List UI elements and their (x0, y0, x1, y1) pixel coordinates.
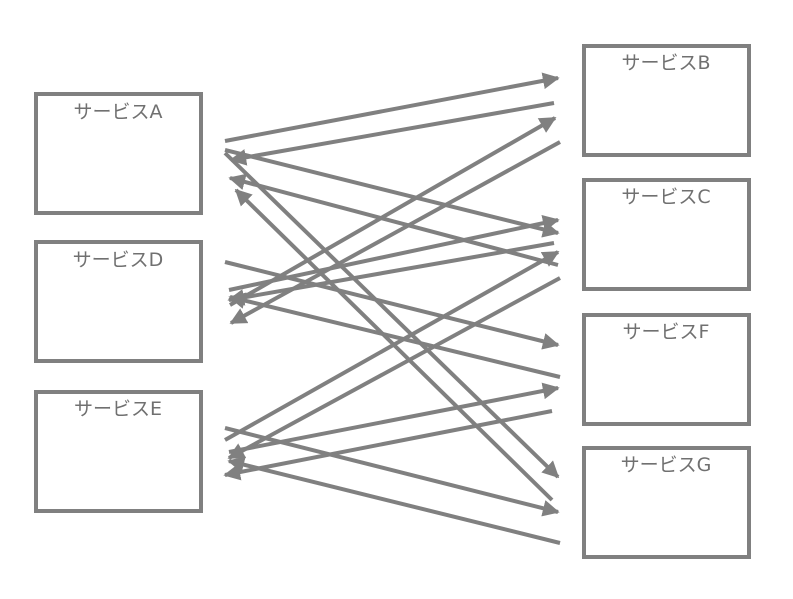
arrow-a-to-b (224, 72, 560, 143)
arrow-a-to-g (223, 151, 560, 479)
service-box-frame (34, 240, 203, 363)
service-box-label: サービスA (74, 101, 163, 123)
service-box-label: サービスD (73, 249, 164, 271)
service-box-frame (34, 92, 203, 215)
service-box-frame (34, 390, 203, 513)
service-box-label: サービスE (74, 398, 162, 420)
arrow-g-to-e (227, 456, 561, 545)
arrow-e-to-g (224, 426, 560, 517)
service-box-frame (582, 178, 751, 291)
arrow-f-to-d (228, 292, 561, 379)
service-box-label: サービスG (621, 454, 712, 476)
service-box-d: サービスD (34, 240, 203, 363)
service-box-label: サービスC (621, 186, 710, 208)
service-boxes: サービスA サービスD サービスE サービスB サービスC サービスF サービスG (34, 44, 751, 559)
service-box-label: サービスF (623, 321, 710, 343)
service-box-b: サービスB (582, 44, 751, 157)
arrow-d-to-f (224, 260, 560, 350)
service-box-label: サービスB (621, 52, 710, 74)
service-box-e: サービスE (34, 390, 203, 513)
service-box-c: サービスC (582, 178, 751, 291)
service-box-frame (582, 446, 751, 559)
arrow-c-to-d (227, 241, 555, 306)
arrow-b-to-d (229, 140, 561, 325)
service-box-frame (582, 313, 751, 426)
arrow-c-to-e (227, 276, 561, 460)
arrow-b-to-a (229, 101, 555, 166)
arrow-a-to-c (224, 148, 560, 238)
service-box-f: サービスF (582, 313, 751, 426)
service-box-frame (582, 44, 751, 157)
connection-arrows (223, 72, 561, 545)
arrow-e-to-c (224, 250, 560, 442)
arrow-d-to-b (229, 116, 557, 307)
service-box-g: サービスG (582, 446, 751, 559)
service-box-a: サービスA (34, 92, 203, 215)
arrow-f-to-e (223, 409, 553, 481)
